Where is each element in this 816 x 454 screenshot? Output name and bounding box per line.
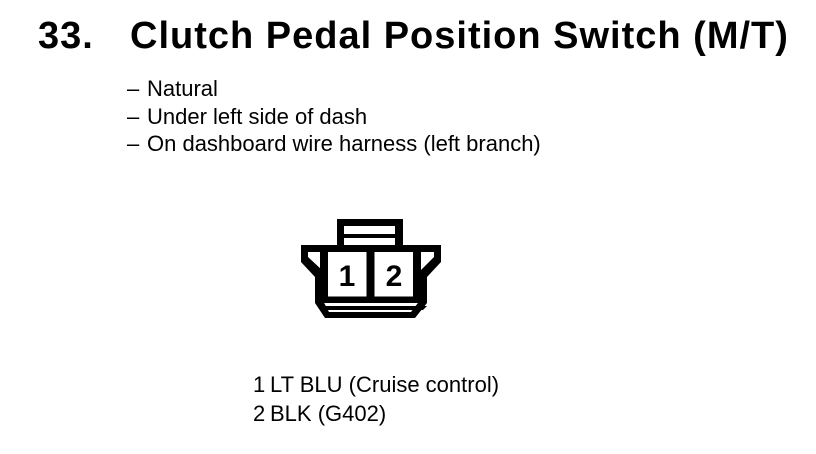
legend-entry: 2 BLK (G402) — [253, 400, 499, 429]
detail-text: Under left side of dash — [147, 103, 368, 129]
legend-pin-number: 1 — [253, 372, 266, 397]
dash-bullet: – — [127, 131, 140, 156]
pin-2-number: 2 — [386, 260, 403, 293]
section-heading: 33. Clutch Pedal Position Switch (M/T) — [38, 17, 789, 55]
detail-item: – Natural — [127, 75, 541, 103]
pin-1-cell — [328, 252, 367, 297]
detail-text: On dashboard wire harness (left branch) — [147, 131, 541, 156]
legend-pin-number: 2 — [253, 400, 266, 426]
pin-legend: 1 LT BLU (Cruise control) 2 BLK (G402) — [253, 371, 499, 428]
detail-item: – On dashboard wire harness (left branch… — [127, 130, 541, 158]
bottom-slot-line — [317, 306, 427, 310]
dash-bullet: – — [127, 76, 140, 101]
section-number: 33. — [38, 15, 94, 57]
legend-entry: 1 LT BLU (Cruise control) — [253, 371, 499, 400]
pin-2-cell — [374, 252, 413, 297]
connector-diagram: 1 2 — [301, 219, 441, 318]
page-title: Clutch Pedal Position Switch (M/T) — [130, 15, 789, 57]
dash-bullet: – — [127, 103, 140, 129]
detail-text: Natural — [147, 76, 218, 101]
pin-1-number: 1 — [339, 260, 356, 293]
detail-item: – Under left side of dash — [127, 103, 541, 131]
legend-wire-label: BLK (G402) — [270, 400, 387, 426]
detail-list: – Natural – Under left side of dash – On… — [127, 75, 541, 158]
connector-body — [301, 245, 441, 318]
legend-wire-label: LT BLU (Cruise control) — [270, 372, 500, 397]
